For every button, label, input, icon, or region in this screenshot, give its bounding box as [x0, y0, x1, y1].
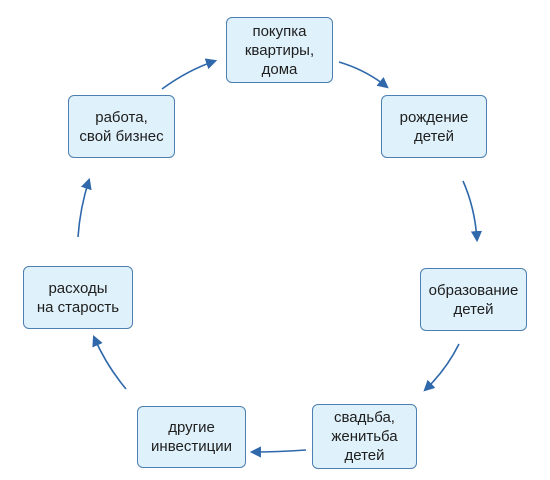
node-children-education: образование детей	[420, 268, 527, 331]
node-retirement-expenses: расходы на старость	[23, 266, 133, 329]
arrow-birth-to-edu	[462, 180, 483, 243]
arrow-old-to-work	[77, 177, 92, 238]
node-work-own-business: работа, свой бизнес	[68, 95, 175, 158]
arrow-inv-to-old	[92, 334, 127, 390]
arrow-wed-to-inv	[249, 446, 307, 458]
arrow-buy-to-birth	[338, 61, 389, 89]
arrow-edu-to-wed	[423, 343, 460, 392]
node-children-wedding: свадьба, женитьба детей	[312, 404, 417, 469]
node-buy-apartment: покупка квартиры, дома	[226, 17, 333, 83]
node-other-investments: другие инвестиции	[137, 406, 246, 468]
node-birth-of-children: рождение детей	[381, 95, 487, 158]
arrow-work-to-buy	[161, 58, 218, 90]
